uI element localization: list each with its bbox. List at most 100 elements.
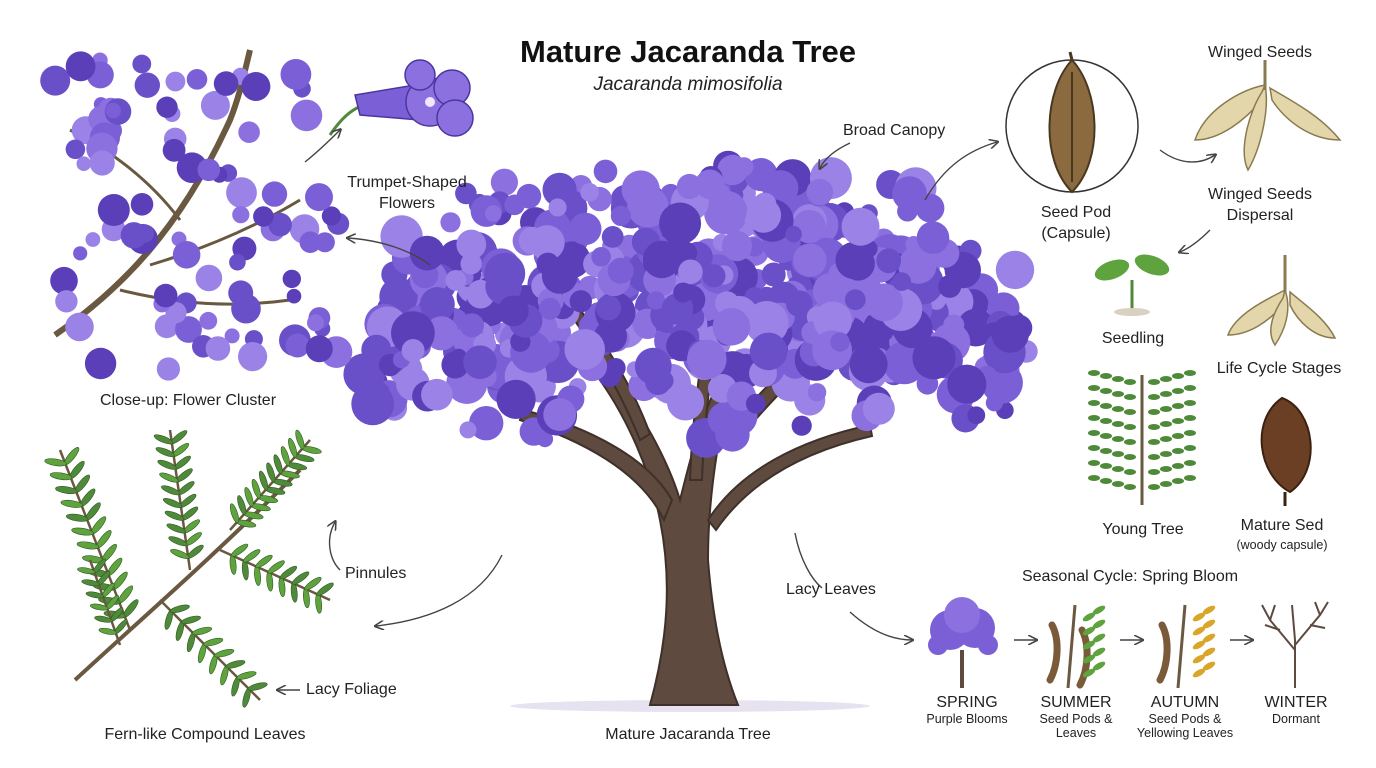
young-tree-leaflet — [1172, 418, 1184, 424]
canopy-blossom — [746, 394, 766, 414]
canopy-blossom — [591, 247, 611, 267]
young-tree-leaflet — [1148, 424, 1160, 430]
label-mature-seed: Mature Sed — [1241, 517, 1324, 535]
young-tree-leaflet — [1088, 415, 1100, 421]
canopy-blossom — [456, 230, 486, 260]
canopy-blossom — [678, 260, 703, 285]
canopy-blossom — [594, 160, 618, 184]
young-tree-leaflet — [1184, 445, 1196, 451]
cluster-flower — [238, 342, 267, 371]
young-tree-leaflet — [1112, 406, 1124, 412]
flower-cluster-illustration — [40, 50, 352, 381]
season-icon-winter — [1262, 602, 1328, 688]
arrow-to-seasonal — [850, 612, 912, 640]
canopy-blossom — [745, 212, 762, 229]
pinnule — [169, 603, 190, 614]
arrow-to-trumpet — [305, 130, 340, 162]
canopy-blossom — [645, 369, 671, 395]
canopy-blossom — [517, 184, 542, 209]
young-tree-leaflet — [1124, 439, 1136, 445]
young-tree-leaflet — [1112, 481, 1124, 487]
canopy-blossom — [793, 243, 827, 277]
canopy-blossom — [830, 332, 849, 351]
cluster-flower — [305, 183, 333, 211]
cluster-flower — [291, 100, 323, 132]
canopy-blossom — [845, 289, 866, 310]
young-tree-leaflet — [1112, 436, 1124, 442]
canopy-blossom — [750, 333, 788, 371]
cluster-flower — [163, 139, 186, 162]
pinnule — [192, 626, 213, 637]
canopy-blossom — [712, 417, 730, 435]
label-winged-seeds-dispersal: Winged Seeds Dispersal — [1208, 184, 1312, 226]
cluster-flower — [307, 314, 324, 331]
canopy-blossom — [785, 226, 802, 243]
cluster-flower — [238, 121, 260, 143]
cluster-flower — [40, 66, 70, 96]
canopy-blossom — [643, 241, 681, 279]
canopy-blossom — [602, 226, 624, 248]
canopy-blossom — [807, 179, 834, 206]
cluster-flower — [198, 159, 221, 182]
canopy-blossom — [611, 206, 631, 226]
young-tree-leaflet — [1124, 409, 1136, 415]
canopy-blossom — [762, 263, 786, 287]
canopy-blossom — [659, 203, 701, 245]
canopy-blossom — [986, 394, 1003, 411]
canopy-blossom — [808, 383, 826, 401]
cluster-flower — [50, 267, 78, 295]
canopy-blossom — [569, 213, 601, 245]
canopy-blossom — [410, 236, 445, 271]
arrow-lacy-leaves-top — [795, 533, 822, 588]
season-icon-spring — [928, 597, 998, 688]
young-tree-leaflet — [1184, 460, 1196, 466]
label-broad-canopy: Broad Canopy — [843, 122, 945, 140]
canopy-blossom — [713, 308, 751, 346]
canopy-blossom — [496, 380, 535, 419]
young-tree-leaflet — [1160, 421, 1172, 427]
canopy-blossom — [570, 290, 592, 312]
label-woody-capsule: (woody capsule) — [1236, 538, 1327, 552]
season-icon-summer — [1050, 604, 1107, 688]
canopy-blossom — [917, 221, 950, 254]
young-tree-leaflet — [1160, 376, 1172, 382]
young-tree-leaflet — [1100, 433, 1112, 439]
canopy-blossom — [460, 421, 477, 438]
cluster-flower — [166, 72, 186, 92]
young-tree-leaflet — [1148, 439, 1160, 445]
cluster-flower — [286, 334, 310, 358]
young-tree-leaflet — [1124, 424, 1136, 430]
canopy-blossom — [491, 169, 518, 196]
canopy-blossom — [596, 295, 621, 320]
pinnule — [247, 681, 268, 692]
canopy-blossom — [863, 393, 895, 425]
young-tree-leaflet — [1160, 466, 1172, 472]
mature-seed-capsule-illustration — [1262, 398, 1311, 506]
cluster-flower — [135, 73, 160, 98]
canopy-blossom — [722, 231, 752, 261]
winged-seeds-stages-illustration — [1228, 255, 1335, 345]
cluster-flower — [66, 140, 86, 160]
cluster-flower — [214, 71, 239, 96]
young-tree-leaflet — [1100, 463, 1112, 469]
young-tree-leaflet — [1148, 394, 1160, 400]
canopy-blossom — [677, 174, 702, 199]
canopy-blossom — [876, 248, 901, 273]
canopy-blossom — [622, 170, 660, 208]
young-tree-leaflet — [1160, 451, 1172, 457]
season-summer: SUMMER Seed Pods & Leaves — [1040, 694, 1113, 740]
canopy-blossom — [850, 345, 888, 383]
canopy-blossom — [943, 315, 964, 336]
canopy-blossom — [440, 212, 460, 232]
canopy-blossom — [712, 184, 730, 202]
young-tree-leaflet — [1088, 445, 1100, 451]
cluster-flower — [287, 289, 302, 304]
trumpet-flower-illustration — [330, 60, 473, 136]
young-tree-leaflet — [1112, 466, 1124, 472]
canopy-blossom — [445, 270, 466, 291]
page-subtitle: Jacaranda mimosifolia — [593, 74, 782, 96]
young-tree-leaflet — [1172, 388, 1184, 394]
young-tree-leaflet — [1148, 469, 1160, 475]
label-lacy-leaves: Lacy Leaves — [786, 581, 876, 599]
young-tree-leaflet — [1184, 370, 1196, 376]
